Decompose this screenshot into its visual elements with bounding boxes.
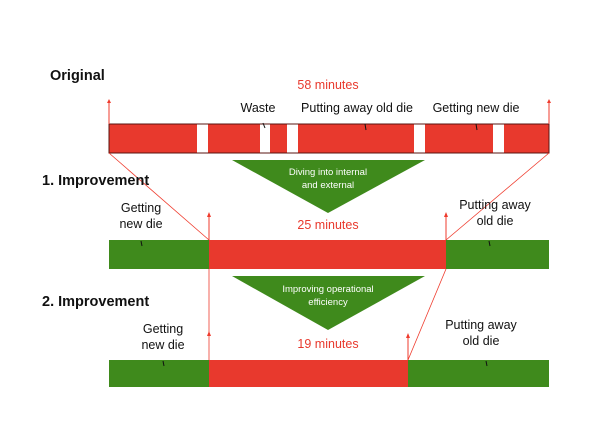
putting-away-pointer — [364, 123, 367, 131]
original-heading: Original — [50, 68, 105, 84]
improvement-2-green-left — [109, 360, 209, 387]
improvement-1-green-right — [446, 240, 549, 269]
getting-new-pointer — [475, 123, 478, 131]
original-bar-outline — [108, 123, 550, 154]
improvement-1-green-left — [109, 240, 209, 269]
gap-2 — [260, 124, 270, 153]
getting-new-label: Getting new die — [433, 101, 520, 115]
triangle-2-line1: Improving operational — [282, 284, 373, 295]
gap-5 — [493, 124, 504, 153]
improvement-1-left-pointer — [140, 240, 143, 247]
arrow-triangle-1: Diving into internal and external — [232, 160, 425, 213]
improvement-2-duration: 19 minutes — [297, 337, 358, 351]
improvement-1-heading: 1. Improvement — [42, 173, 149, 189]
original-duration: 58 minutes — [297, 78, 358, 92]
tick-right-head — [547, 99, 551, 103]
improvement-1-duration: 25 minutes — [297, 218, 358, 232]
improvement-1-right-line2: old die — [477, 214, 514, 228]
connector-2-right — [407, 268, 447, 361]
gap-1 — [197, 124, 208, 153]
triangle-1-line2: and external — [302, 180, 354, 191]
imp1-tick-right-head — [444, 212, 448, 217]
triangle-2-line2: efficiency — [308, 297, 348, 308]
improvement-2-red-middle — [209, 360, 408, 387]
improvement-2-heading: 2. Improvement — [42, 294, 149, 310]
connector-1-left — [108, 152, 210, 241]
pointer-markers — [262, 122, 478, 131]
improvement-2-right-pointer — [485, 360, 488, 367]
improvement-2-left-pointer — [162, 360, 165, 367]
improvement-1-right-pointer — [488, 240, 491, 247]
triangle-2-shape — [232, 276, 425, 330]
putting-away-label: Putting away old die — [301, 101, 413, 115]
arrow-triangle-2: Improving operational efficiency — [232, 276, 425, 330]
improvement-1-right-line1: Putting away — [459, 198, 531, 212]
waste-pointer — [262, 122, 266, 129]
improvement-2-right-line1: Putting away — [445, 318, 517, 332]
improvement-2-green-right — [408, 360, 549, 387]
imp2-tick-right-head — [406, 333, 410, 338]
waste-label: Waste — [241, 101, 276, 115]
imp1-tick-left-head — [207, 212, 211, 217]
original-ticks — [107, 99, 551, 124]
gap-3 — [287, 124, 298, 153]
connector-1-right — [445, 152, 550, 241]
gap-4 — [414, 124, 425, 153]
original-bar-fill — [108, 123, 550, 154]
improvement-2-bar — [109, 360, 549, 387]
improvement-1-red-middle — [209, 240, 446, 269]
imp2-tick-left-head — [207, 331, 211, 336]
improvement-2-left-line1: Getting — [143, 322, 183, 336]
improvement-1-left-line1: Getting — [121, 201, 161, 215]
original-bar — [108, 123, 550, 154]
improvement-1-bar — [109, 240, 549, 269]
tick-left-head — [107, 99, 111, 103]
improvement-1-left-line2: new die — [119, 217, 162, 231]
triangle-1-line1: Diving into internal — [289, 167, 367, 178]
improvement-2-left-line2: new die — [141, 338, 184, 352]
triangle-1-shape — [232, 160, 425, 213]
improvement-2-right-line2: old die — [463, 334, 500, 348]
